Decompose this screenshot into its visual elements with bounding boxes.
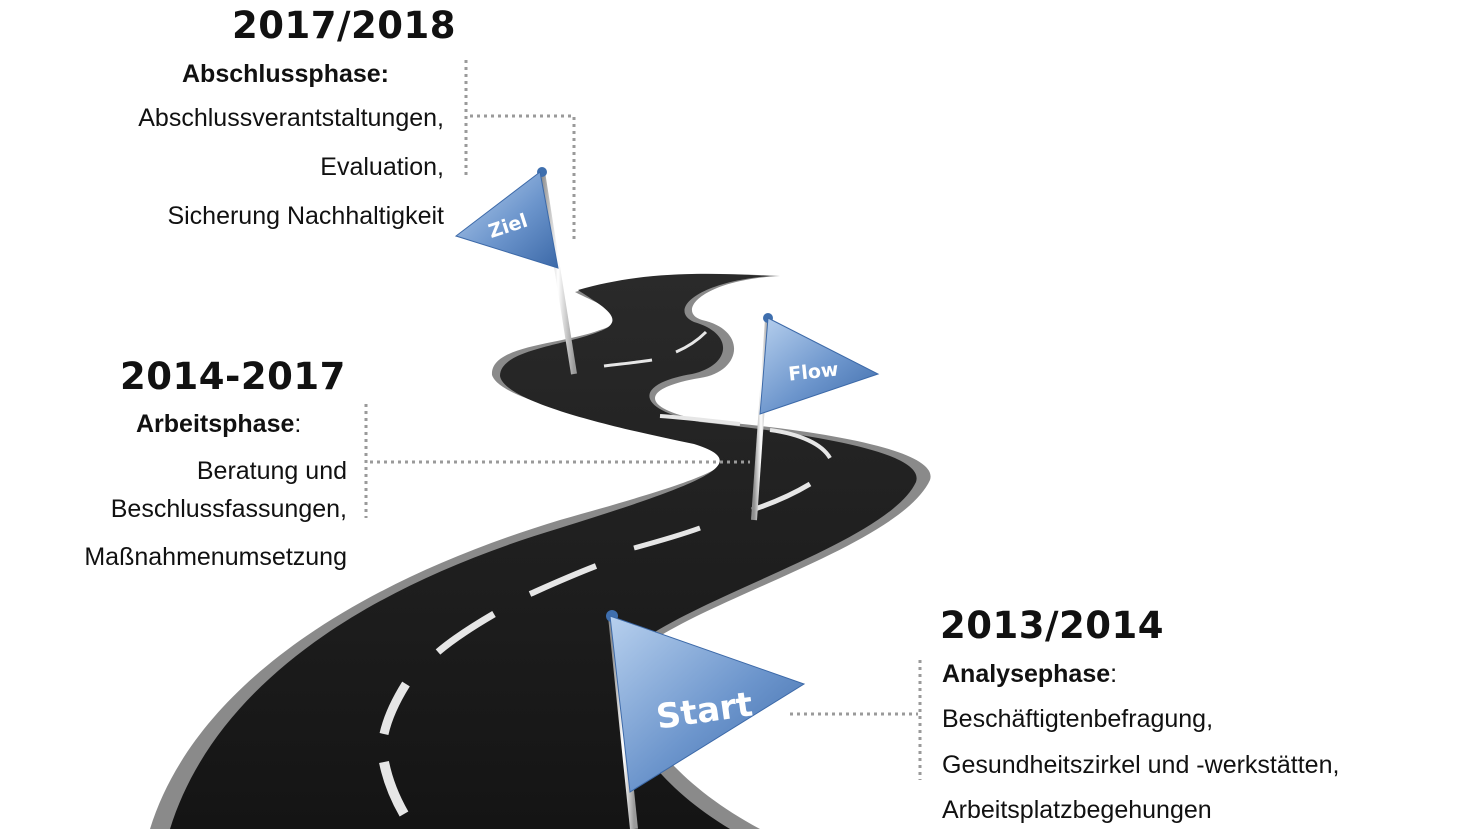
phase-final-item: Sicherung Nachhaltigkeit [167, 202, 444, 230]
phase-analysis-item: Beschäftigtenbefragung, [942, 705, 1214, 733]
flag-ziel: Ziel [454, 167, 577, 375]
phase-analysis-item: Arbeitsplatzbegehungen [942, 796, 1212, 824]
flag-flow: Flow [751, 313, 880, 521]
phase-work-item: Beschlussfassungen, [110, 495, 347, 523]
phase-final-year: 2017/2018 [232, 4, 456, 47]
phase-analysis-title-bold: Analysephase [942, 660, 1111, 688]
phase-analysis-year: 2013/2014 [940, 604, 1164, 647]
flag-flow-label: Flow [787, 358, 839, 385]
phase-work-year: 2014-2017 [120, 355, 346, 398]
connectors [364, 60, 922, 780]
phase-work-title-bold: Arbeitsphase [136, 410, 295, 438]
phase-work-title-suffix: : [294, 410, 302, 438]
phase-analysis-item: Gesundheitszirkel und -werkstätten, [942, 751, 1340, 779]
phase-analysis-title: Analysephase: [942, 660, 1117, 689]
phase-work-item: Beratung und [196, 457, 347, 485]
phase-final-title: Abschlussphase: [182, 60, 390, 88]
road-surface [170, 273, 917, 829]
phase-analysis-title-suffix: : [1110, 660, 1118, 688]
phase-work-item: Maßnahmenumsetzung [84, 543, 347, 571]
phase-final-item: Abschlussverantstaltungen, [138, 104, 444, 132]
phase-final-item: Evaluation, [320, 153, 444, 181]
phase-work-title: Arbeitsphase: [136, 410, 301, 439]
